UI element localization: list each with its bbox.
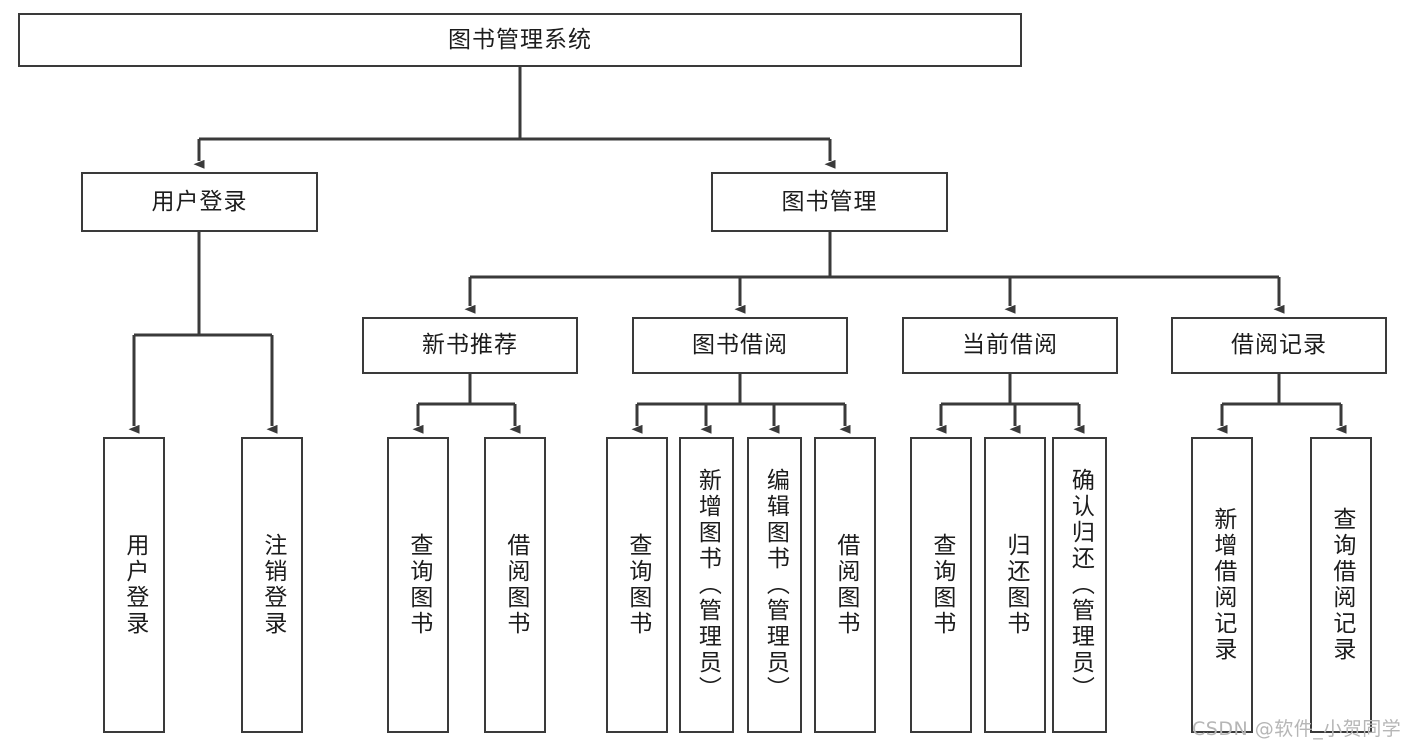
node-new-book-recommend[interactable]: 新书推荐 bbox=[362, 317, 578, 374]
node-book-borrow[interactable]: 图书借阅 bbox=[632, 317, 848, 374]
leaf-query-borrow-record-label: 查询借阅记录 bbox=[1328, 507, 1355, 663]
leaf-logout[interactable]: 注销登录 bbox=[241, 437, 303, 733]
node-user-login-label: 用户登录 bbox=[151, 188, 248, 215]
leaf-edit-book-admin-label: 编辑图书（管理员） bbox=[762, 468, 789, 702]
leaf-add-borrow-record-label: 新增借阅记录 bbox=[1209, 507, 1236, 663]
leaf-add-book-admin[interactable]: 新增图书（管理员） bbox=[679, 437, 734, 733]
csdn-watermark-text: CSDN @软件_小贺同学 bbox=[1192, 718, 1402, 740]
leaf-user-login[interactable]: 用户登录 bbox=[103, 437, 165, 733]
leaf-return-books[interactable]: 归还图书 bbox=[984, 437, 1046, 733]
leaf-query-borrow-record[interactable]: 查询借阅记录 bbox=[1310, 437, 1372, 733]
node-borrow-records-label: 借阅记录 bbox=[1231, 332, 1327, 359]
node-user-login[interactable]: 用户登录 bbox=[81, 172, 318, 232]
leaf-query-books-current-label: 查询图书 bbox=[928, 533, 955, 637]
node-book-management[interactable]: 图书管理 bbox=[711, 172, 948, 232]
node-root-label: 图书管理系统 bbox=[448, 26, 592, 53]
leaf-confirm-return-admin-label: 确认归还（管理员） bbox=[1067, 468, 1094, 702]
node-book-borrow-label: 图书借阅 bbox=[692, 332, 788, 359]
leaf-query-books-current[interactable]: 查询图书 bbox=[910, 437, 972, 733]
leaf-query-books-newbooks[interactable]: 查询图书 bbox=[387, 437, 449, 733]
node-current-borrow-label: 当前借阅 bbox=[962, 332, 1058, 359]
leaf-borrow-books-newbooks-label: 借阅图书 bbox=[502, 533, 529, 637]
leaf-borrow-books[interactable]: 借阅图书 bbox=[814, 437, 876, 733]
leaf-query-books-borrow[interactable]: 查询图书 bbox=[606, 437, 668, 733]
node-current-borrow[interactable]: 当前借阅 bbox=[902, 317, 1118, 374]
leaf-add-borrow-record[interactable]: 新增借阅记录 bbox=[1191, 437, 1253, 733]
leaf-query-books-borrow-label: 查询图书 bbox=[624, 533, 651, 637]
leaf-borrow-books-label: 借阅图书 bbox=[832, 533, 859, 637]
node-book-management-label: 图书管理 bbox=[781, 188, 878, 215]
csdn-watermark: CSDN @软件_小贺同学 bbox=[1192, 714, 1401, 741]
leaf-add-book-admin-label: 新增图书（管理员） bbox=[694, 468, 721, 702]
leaf-confirm-return-admin[interactable]: 确认归还（管理员） bbox=[1052, 437, 1107, 733]
leaf-logout-label: 注销登录 bbox=[259, 533, 286, 637]
leaf-borrow-books-newbooks[interactable]: 借阅图书 bbox=[484, 437, 546, 733]
leaf-query-books-newbooks-label: 查询图书 bbox=[405, 533, 432, 637]
node-borrow-records[interactable]: 借阅记录 bbox=[1171, 317, 1387, 374]
node-root-system[interactable]: 图书管理系统 bbox=[18, 13, 1022, 67]
node-new-book-recommend-label: 新书推荐 bbox=[422, 332, 518, 359]
leaf-user-login-label: 用户登录 bbox=[121, 533, 148, 637]
leaf-return-books-label: 归还图书 bbox=[1002, 533, 1029, 637]
leaf-edit-book-admin[interactable]: 编辑图书（管理员） bbox=[747, 437, 802, 733]
